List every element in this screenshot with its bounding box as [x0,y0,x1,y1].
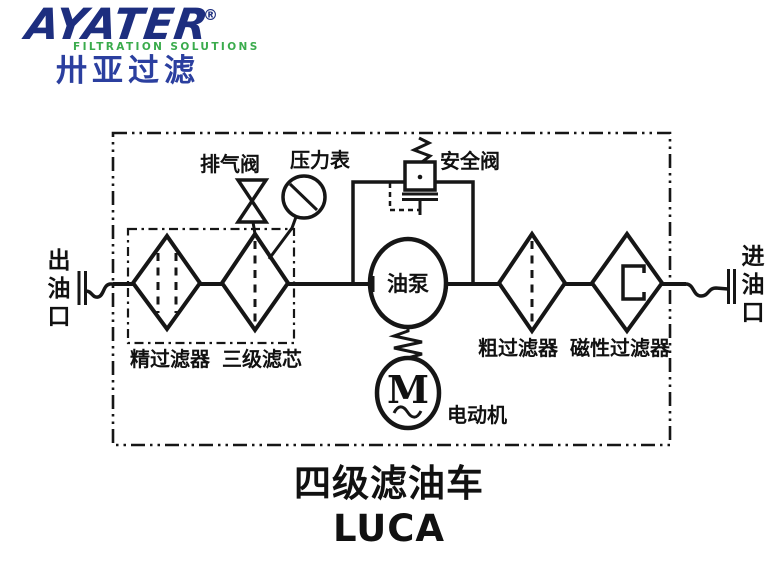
motor-icon [374,355,442,431]
registered-trademark-icon: ® [203,6,218,24]
bypass-line-left [351,180,405,283]
fine-filter-diamond-icon [130,232,203,333]
fine-filter-label: 精过滤器 [130,347,211,371]
bypass-line-right [435,180,475,283]
motor-ac-wave-icon [392,405,423,419]
motor-symbol-letter: M [387,367,429,412]
magnetic-filter-diamond-icon [589,230,665,335]
safety-valve-spring-icon [410,136,434,164]
brand-chinese-name: 卅亚过滤 [56,53,200,89]
pressure-gauge-tap-line [267,216,298,260]
exhaust-valve-label: 排气阀 [200,152,260,176]
safety-valve-pilot-line [388,183,419,212]
exhaust-valve-stem [251,221,257,235]
oil-pump-label: 油泵 [387,272,429,296]
safety-valve-label: 安全阀 [440,149,500,173]
diagram-title: 四级滤油车LUCA [294,462,484,550]
pump-motor-coupling-icon [388,327,423,360]
third-stage-filter-diamond-icon [219,230,291,334]
system-boundary-border [111,131,672,447]
magnetic-filter-label: 磁性过滤器 [570,336,671,360]
pressure-gauge-needle [288,182,319,212]
inlet-hose [685,282,729,298]
safety-valve-dot [417,174,423,180]
motor-label: 电动机 [447,403,507,427]
brand-tagline: FILTRATION SOLUTIONS [73,41,260,53]
third-stage-element-label: 三级滤芯 [222,347,302,371]
exhaust-valve-icon [234,178,270,224]
outlet-hose [85,282,114,299]
pressure-gauge-label: 压力表 [290,148,351,172]
oil-outlet-label: 出油口 [43,248,69,332]
oil-inlet-label: 进油口 [737,244,763,328]
magnet-core-icon [621,264,646,301]
coarse-filter-diamond-icon [496,230,568,335]
safety-valve-icon [403,160,437,192]
coarse-filter-label: 粗过滤器 [478,336,559,360]
filter-group-box [126,227,296,345]
